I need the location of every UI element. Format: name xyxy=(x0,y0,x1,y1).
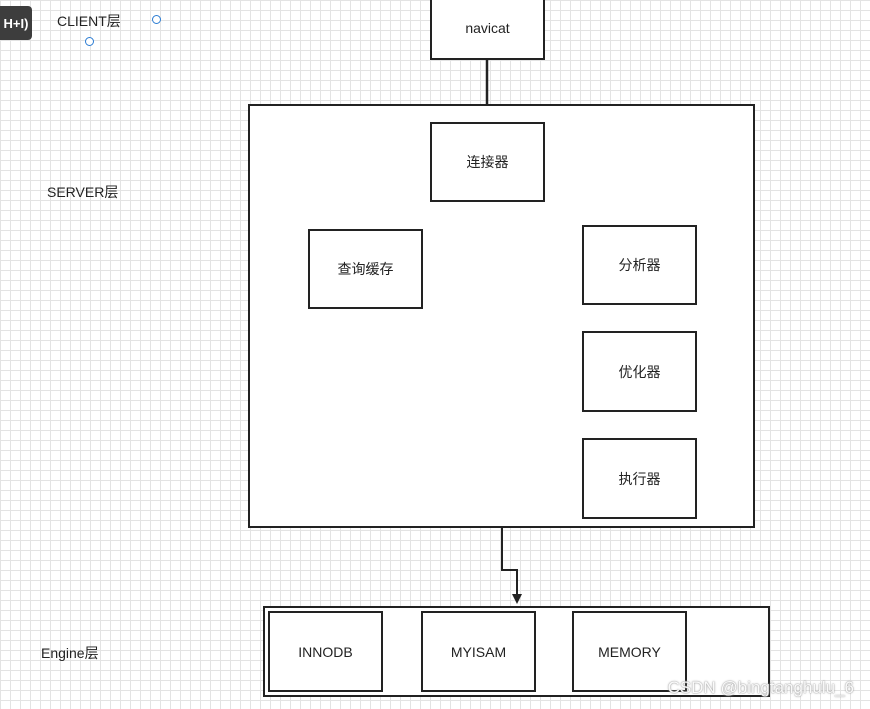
optimizer-label: 优化器 xyxy=(618,363,661,380)
memory-node[interactable]: MEMORY xyxy=(572,611,687,692)
optimizer-node[interactable]: 优化器 xyxy=(582,331,697,412)
shortcut-tooltip: H+I) xyxy=(0,6,32,40)
innodb-label: INNODB xyxy=(298,643,353,660)
analyzer-label: 分析器 xyxy=(618,257,661,273)
server-layer-label[interactable]: SERVER层 xyxy=(47,184,119,200)
selection-handle-right[interactable] xyxy=(152,15,161,24)
memory-label: MEMORY xyxy=(598,643,661,660)
executor-node[interactable]: 执行器 xyxy=(582,438,697,519)
myisam-node[interactable]: MYISAM xyxy=(421,611,536,692)
executor-label: 执行器 xyxy=(618,470,661,487)
arrow-server-to-engine xyxy=(501,528,522,604)
connector-node[interactable]: 连接器 xyxy=(430,122,545,202)
client-layer-label[interactable]: CLIENT层 xyxy=(57,13,121,29)
myisam-label: MYISAM xyxy=(450,643,507,660)
engine-layer-label[interactable]: Engine层 xyxy=(41,645,99,661)
innodb-node[interactable]: INNODB xyxy=(268,611,383,692)
navicat-label: navicat xyxy=(465,20,510,36)
analyzer-node[interactable]: 分析器 xyxy=(582,225,697,305)
connector-label: 连接器 xyxy=(466,154,509,170)
csdn-watermark: CSDN @bingtanghulu_6 xyxy=(667,678,854,697)
shortcut-tooltip-text: H+I) xyxy=(3,15,29,31)
query-cache-node[interactable]: 查询缓存 xyxy=(308,229,423,309)
query-cache-label: 查询缓存 xyxy=(337,261,394,277)
selection-handle-bottom[interactable] xyxy=(85,37,94,46)
navicat-node[interactable]: navicat xyxy=(430,0,545,60)
